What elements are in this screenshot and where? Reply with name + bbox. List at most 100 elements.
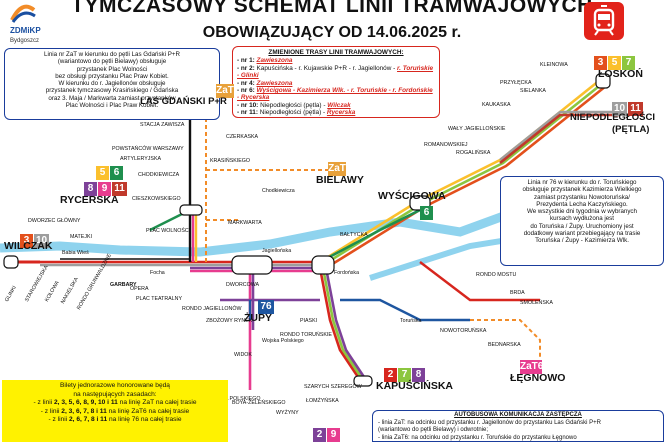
stop-label: NOWOTORUŃSKA xyxy=(440,328,487,334)
stop-label: MARKWARTA xyxy=(228,220,262,226)
note-line-76: Linia nr 76 w kierunku do r. Toruńskiego… xyxy=(500,176,664,266)
badge-line: 5 xyxy=(96,166,109,180)
stop-label: RONDO JAGIELLONÓW xyxy=(182,306,242,312)
note-left-line-8: Plac Wolności i Plac Praw Kobiet. xyxy=(65,102,159,110)
terminal-bielawy: BIELAWY xyxy=(316,174,364,186)
badge-line: 5 xyxy=(608,56,621,70)
note-right-line-1: Linia nr 76 w kierunku do r. Toruńskiego xyxy=(527,179,637,186)
logo-city: Bydgoszcz xyxy=(10,38,40,44)
stop-label: WAŁY JAGIELLOŃSKIE xyxy=(448,126,506,132)
stop-label: BEDNARSKA xyxy=(488,342,521,348)
hub-center-marker xyxy=(231,255,273,275)
line-6-wyscigowa xyxy=(319,208,421,264)
tickets-row-2: - z linii 2, 3, 6, 7, 8 i 11 na linię Za… xyxy=(40,407,190,415)
changed-routes-box: ZMIENIONE TRASY LINII TRAMWAJOWYCH: - nr… xyxy=(232,46,440,118)
stop-label: KAUKASKA xyxy=(482,102,511,108)
map-subtitle: OBOWIĄZUJĄCY OD 14.06.2025 r. xyxy=(202,24,462,41)
terminal-rycerska: RYCERSKA xyxy=(60,194,119,206)
map-title: TYMCZASOWY SCHEMAT LINII TRAMWAJOWYCH xyxy=(71,0,593,17)
stop-label: Chodkiewicza xyxy=(262,188,295,194)
stop-label: Fordońska xyxy=(334,270,360,276)
stop-label: ZBOŻOWY RYNEK xyxy=(206,318,253,324)
terminal-niepodleglosci: NIEPODLEGŁOŚCI xyxy=(570,112,655,123)
tram-icon xyxy=(584,2,624,40)
stop-label: SIELANKA xyxy=(520,88,546,94)
terminal-loskon: ŁOSKOŃ xyxy=(598,68,643,80)
badge-line: 3 xyxy=(20,234,33,248)
note-right-line-5: We wszystkie dni tygodnia w wybranych xyxy=(527,208,637,216)
stop-label: OPERA xyxy=(130,286,149,292)
line-2-torunska xyxy=(419,261,540,302)
badge-line: 10 xyxy=(612,102,627,116)
tickets-intro-2: na następujących zasadach: xyxy=(73,390,157,398)
badge-line: 10 xyxy=(34,234,49,248)
stop-label: CHODKIEWICZA xyxy=(138,172,180,178)
stop-label: WOJSKA POLSKIEGO xyxy=(206,396,261,402)
badge-line: ZaT6 xyxy=(520,360,544,374)
stop-label: Wojska Polskiego xyxy=(262,338,304,344)
stop-label: MATEJKI xyxy=(70,234,92,240)
stop-label: KRASIŃSKIEGO xyxy=(210,158,251,164)
stop-label: BAŁTYCKA xyxy=(340,232,368,238)
stop-label: SMOLEŃSKA xyxy=(520,300,553,306)
terminal-zupy: ŻUPY xyxy=(244,312,273,324)
line-bundle-west-east xyxy=(40,258,320,273)
terminal-zupy-badges: 76 xyxy=(258,296,275,314)
note-left-line-1: Linia nr ZaT w kierunku do pętli Las Gda… xyxy=(44,51,180,58)
bus-line-2: (wariantowo do pętli Bielawy) i odwrotni… xyxy=(378,427,489,434)
tickets-info-box: Bilety jednorazowe honorowane będą na na… xyxy=(2,380,228,442)
badge-line: 7 xyxy=(398,368,411,382)
note-left-line-5: W kierunku do r. Jagiellonów obsługuje xyxy=(58,80,166,88)
stop-label: RONDO MOSTU xyxy=(476,272,517,278)
note-left-line-2: (wariantowo do pętli Bielawy) obsługuje xyxy=(57,58,167,66)
stop-label: KLEINOWA xyxy=(540,62,568,68)
badge-line: ZaT xyxy=(216,84,234,98)
stop-label: Focha xyxy=(150,270,165,276)
note-right-line-3: zamiast przystanku Nowotoruńska/ xyxy=(534,193,630,201)
changed-route-10: - nr 10: Niepodległości (pętla) - Wilcza… xyxy=(237,101,351,109)
stop-label: RONDO TORUŃSKIE xyxy=(280,332,332,338)
badge-line: ZaT xyxy=(328,162,346,176)
badge-line: 8 xyxy=(84,182,97,196)
badge-line: 11 xyxy=(112,182,127,196)
tickets-row-1: - z linii 2, 3, 5, 6, 8, 9, 10 i 11 na l… xyxy=(33,399,197,407)
stop-label: PLAC WOLNOŚCI xyxy=(146,228,191,234)
badge-line: 2 xyxy=(313,428,326,442)
terminal-wyscigowa: WYŚCIGOWA xyxy=(378,190,446,202)
badge-line: 6 xyxy=(420,206,433,220)
hub-loskon-marker xyxy=(595,73,611,89)
bus-line-1: - linia ZaT: na odcinku od przystanku r.… xyxy=(378,420,601,427)
stop-label: SZARYCH SZEREGÓW xyxy=(304,384,362,390)
stop-label: ROMANOWSKIEJ xyxy=(424,142,468,148)
note-right-line-2: obsługuje przystanek Kazimierza Wielkieg… xyxy=(522,186,642,194)
terminal-wilczak: WILCZAK xyxy=(4,240,53,252)
stop-label: ARTYLERYJSKA xyxy=(120,156,162,162)
stop-label: BOYA-ŻELEŃSKIEGO xyxy=(232,400,286,406)
terminal-niepodleglosci-sub: (PĘTLA) xyxy=(612,124,650,135)
badge-line: 76 xyxy=(258,300,274,314)
bus-line-3: - linia ZaT6: na odcinku od przystanku r… xyxy=(378,434,577,441)
badge-line: 3 xyxy=(594,56,607,70)
line-bundle-south xyxy=(220,262,368,390)
tickets-row-3: - z linii 2, 6, 7, 8 i 11 na linię 76 na… xyxy=(48,416,182,424)
changed-route-6: - nr 6: Wyścigowa - Kazimierza Wlk. - r.… xyxy=(237,87,433,102)
note-right-line-4: Prezydenta Lecha Kaczyńskiego. xyxy=(536,200,628,208)
terminal-las-gdanski-badges: ZaT xyxy=(216,80,235,98)
stop-label: BRDA xyxy=(510,290,525,296)
hub-wilczak-marker xyxy=(3,255,19,269)
badge-line: 6 xyxy=(110,166,123,180)
stop-label: Toruńska xyxy=(400,318,422,324)
changed-route-11: - nr 11: Niepodległości (pętla) - Rycers… xyxy=(237,109,356,117)
changed-routes-header: ZMIENIONE TRASY LINII TRAMWAJOWYCH: xyxy=(268,49,404,56)
stop-label: WYŻYNY xyxy=(276,410,299,416)
stop-label: WIDOK xyxy=(234,352,252,358)
note-right-line-8: dodatkowy wariant przebiegający na trasi… xyxy=(523,230,641,238)
terminal-bielawy-badges: ZaT xyxy=(328,158,347,176)
